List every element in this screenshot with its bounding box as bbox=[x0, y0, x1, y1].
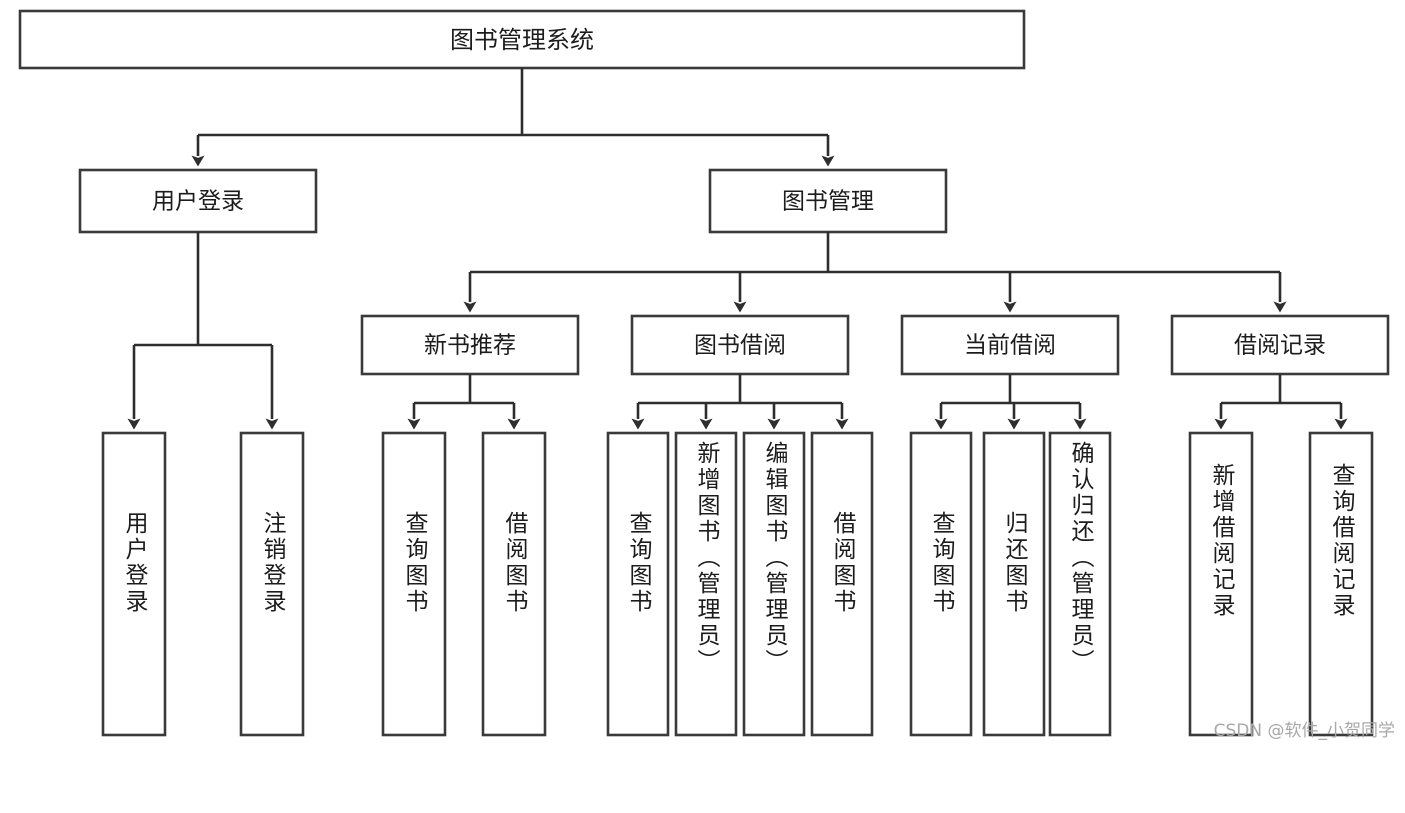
node-current-borrow-label: 当前借阅 bbox=[964, 333, 1056, 359]
node-book-borrow[interactable]: 图书借阅 bbox=[630, 314, 850, 376]
leaf-box-query-borrow-record[interactable] bbox=[1308, 431, 1374, 737]
node-root-label: 图书管理系统 bbox=[450, 26, 594, 54]
connector-root-to-level2 bbox=[191, 68, 835, 167]
node-user-login-label: 用户登录 bbox=[152, 189, 244, 215]
node-borrow-record-label: 借阅记录 bbox=[1234, 333, 1326, 359]
leaf-box-add-book-admin[interactable] bbox=[674, 431, 738, 737]
leaf-box-confirm-return-admin[interactable] bbox=[1048, 431, 1112, 737]
node-borrow-record[interactable]: 借阅记录 bbox=[1170, 314, 1390, 376]
leaf-box-add-borrow-record[interactable] bbox=[1188, 431, 1254, 737]
node-user-login[interactable]: 用户登录 bbox=[78, 168, 318, 234]
node-root-rect bbox=[18, 9, 1026, 70]
node-current-borrow-rect bbox=[900, 314, 1120, 376]
node-current-borrow[interactable]: 当前借阅 bbox=[900, 314, 1120, 376]
diagram-canvas: 图书管理系统 用户登录 图书管理 新书推荐 图书借阅 当前借阅 借阅记录 bbox=[18, 9, 1390, 737]
leaf-box-borrow-book[interactable] bbox=[810, 431, 874, 737]
leaf-box-user-login[interactable] bbox=[101, 431, 167, 737]
connector-borrowrecord-to-leaves bbox=[1214, 374, 1348, 430]
leaf-box-logout[interactable] bbox=[239, 431, 305, 737]
leaf-box-query-book-rec[interactable] bbox=[381, 431, 447, 737]
connector-bookmgmt-to-level3 bbox=[463, 232, 1287, 313]
node-root[interactable]: 图书管理系统 bbox=[18, 9, 1026, 70]
connector-bookborrow-to-leaves bbox=[631, 374, 849, 430]
connector-newbook-to-leaves bbox=[407, 374, 521, 430]
node-new-book-recommend-rect bbox=[360, 314, 580, 376]
node-book-management-label: 图书管理 bbox=[782, 189, 874, 215]
leaf-box-query-book-current[interactable] bbox=[909, 431, 973, 737]
connector-currentborrow-to-leaves bbox=[934, 374, 1087, 430]
node-new-book-recommend-label: 新书推荐 bbox=[424, 333, 516, 359]
leaf-box-query-book-borrow[interactable] bbox=[606, 431, 670, 737]
watermark: CSDN @软件_小贺同学 bbox=[1213, 721, 1395, 741]
leaf-box-edit-book-admin[interactable] bbox=[742, 431, 806, 737]
connector-userlogin-to-leaves bbox=[127, 232, 279, 430]
diagram-root: 图书管理系统 用户登录 图书管理 新书推荐 图书借阅 当前借阅 借阅记录 bbox=[18, 9, 1395, 741]
node-book-borrow-label: 图书借阅 bbox=[694, 333, 786, 359]
leaf-box-borrow-book-rec[interactable] bbox=[481, 431, 547, 737]
node-user-login-rect bbox=[78, 168, 318, 234]
node-new-book-recommend[interactable]: 新书推荐 bbox=[360, 314, 580, 376]
leaf-box-return-book[interactable] bbox=[982, 431, 1046, 737]
node-book-management[interactable]: 图书管理 bbox=[708, 168, 948, 234]
